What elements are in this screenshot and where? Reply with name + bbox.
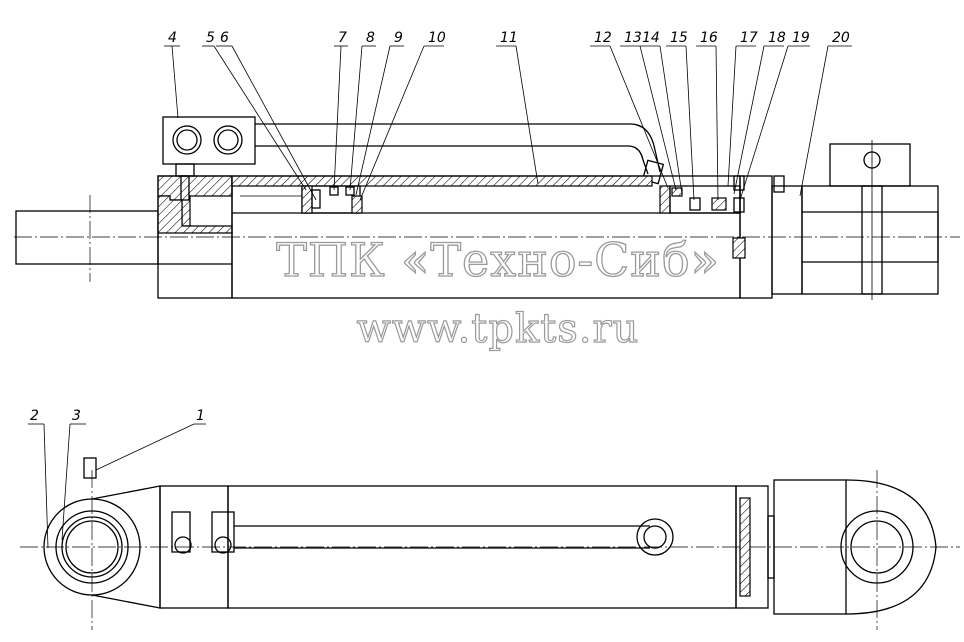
callout-label-16: 16: [700, 30, 718, 46]
callout-leader-10: [359, 45, 425, 201]
callout-label-18: 18: [768, 30, 786, 46]
callout-leader-13: [639, 45, 677, 191]
callout-label-10: 10: [428, 30, 446, 46]
callout-leader-18: [733, 45, 765, 195]
port-fitting-2: [213, 125, 243, 155]
front-eye-bore: [850, 520, 904, 574]
hydraulic-tube-outer: [255, 123, 661, 173]
port-channel: [180, 175, 190, 201]
rod-collar-plan: [767, 515, 775, 579]
callout-label-1: 1: [196, 408, 205, 424]
callout-label-6: 6: [220, 30, 229, 46]
watermark-website: www.tpkts.ru: [357, 306, 640, 352]
piston-rod: [15, 210, 159, 265]
callout-leader-7: [333, 45, 342, 191]
ring-18: [733, 197, 745, 213]
callout-label-20: 20: [832, 30, 850, 46]
callout-label-3: 3: [72, 408, 81, 424]
rear-eye-inner: [61, 516, 123, 578]
port-1-plan: [171, 511, 191, 553]
callout-leader-14: [659, 45, 683, 195]
port-fitting-1: [172, 125, 202, 155]
piston-nut-9: [351, 195, 363, 214]
lock-washer: [773, 175, 785, 193]
callout-label-2: 2: [30, 408, 39, 424]
callout-label-8: 8: [366, 30, 375, 46]
plan-view: [20, 457, 960, 630]
end-nut-hatch: [739, 497, 751, 597]
section-view: [14, 116, 960, 300]
tube-bend-plan: [636, 518, 674, 556]
port-1-hole: [174, 536, 192, 554]
clevis-neck: [771, 185, 803, 295]
clevis-slot: [802, 211, 939, 263]
callout-label-12: 12: [594, 30, 612, 46]
port-2-plan: [211, 511, 235, 553]
callout-label-19: 19: [792, 30, 810, 46]
watermark-company: ТПК «Техно-Сиб»: [276, 233, 720, 287]
callout-label-15: 15: [670, 30, 688, 46]
port-fitting-2-inner: [217, 129, 239, 151]
seal-16: [711, 197, 727, 211]
callout-leader-16: [715, 45, 719, 201]
clevis-body: [801, 185, 939, 295]
callout-label-17: 17: [740, 30, 758, 46]
callout-label-11: 11: [500, 30, 518, 46]
callout-leader-12: [609, 45, 669, 189]
port-stem: [175, 163, 195, 177]
callout-label-9: 9: [394, 30, 403, 46]
callout-leader-4: [171, 45, 179, 119]
front-eye-outer-ring: [840, 510, 914, 584]
front-eye-body: [773, 479, 847, 615]
clevis-pin: [861, 185, 883, 295]
seal-15: [689, 197, 701, 211]
callout-leader-6: [231, 45, 317, 201]
grease-fitting: [83, 457, 97, 479]
callout-leader-8: [349, 45, 363, 191]
callout-leader-5: [213, 45, 307, 191]
watermark: ТПК «Техно-Сиб» www.tpkts.ru: [276, 232, 720, 352]
tube-bend-inner: [643, 525, 667, 549]
retainer-17: [733, 175, 745, 191]
callout-label-14: 14: [642, 30, 660, 46]
rear-eye-bushing: [55, 510, 129, 584]
callout-label-7: 7: [338, 30, 347, 46]
rear-eye-bore: [65, 520, 119, 574]
callout-leader-9: [355, 45, 391, 196]
wiper-14: [671, 187, 683, 197]
callout-leader-15: [685, 45, 695, 201]
callout-leader-11: [515, 45, 539, 185]
callout-leader-2: [43, 423, 49, 549]
clevis-top: [829, 143, 911, 187]
port-2-hole: [214, 536, 232, 554]
callout-label-4: 4: [168, 30, 177, 46]
callout-leader-1: [95, 423, 195, 471]
port-fitting-1-inner: [176, 129, 198, 151]
callout-label-5: 5: [206, 30, 215, 46]
end-nut-seal: [732, 237, 746, 259]
hydraulic-tube-inner: [255, 145, 649, 175]
front-eye-end: [845, 479, 937, 615]
callout-leader-20: [799, 45, 829, 197]
piston-ring-6: [311, 189, 321, 209]
callout-leader-3: [61, 423, 71, 541]
port-block: [162, 116, 256, 165]
callout-leader-19: [739, 45, 789, 201]
callout-label-13: 13: [624, 30, 642, 46]
barrel-wall-section: [231, 175, 653, 187]
gland-body: [659, 185, 671, 214]
rear-head-bore: [157, 195, 233, 234]
callout-leader-17: [727, 45, 737, 187]
